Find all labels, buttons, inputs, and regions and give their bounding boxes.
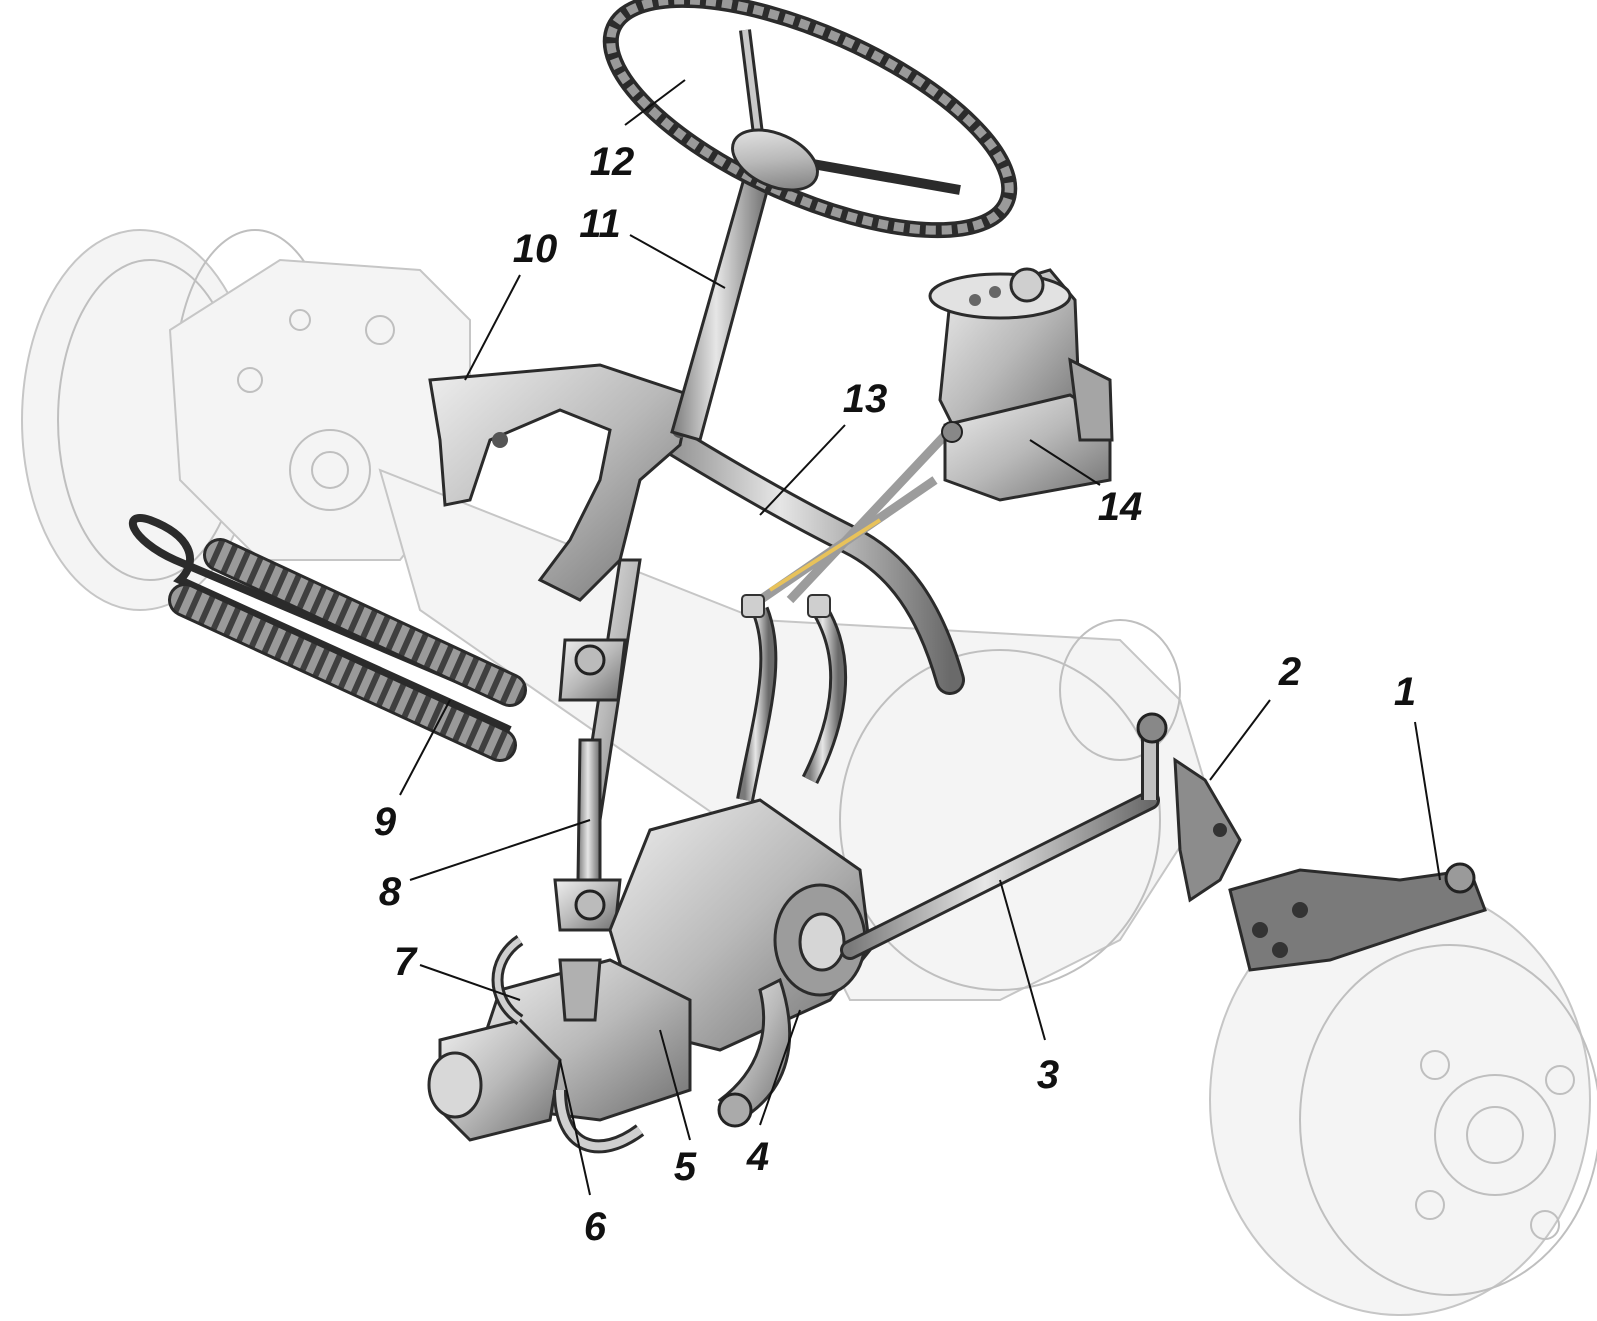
callout-14: 14 (1098, 485, 1143, 529)
cooling-coil (128, 514, 527, 762)
callout-3: 3 (1037, 1053, 1059, 1097)
callout-labels: 1 2 3 4 5 6 7 8 9 10 11 12 13 14 (374, 140, 1416, 1249)
leader-lines (399, 79, 1441, 1196)
callout-4: 4 (746, 1135, 769, 1179)
callout-13: 13 (843, 377, 888, 421)
knuckle-arm (1173, 757, 1242, 903)
callout-10: 10 (513, 227, 558, 271)
leader-line-2 (1209, 699, 1271, 781)
leader-line-9 (399, 699, 451, 796)
callout-6: 6 (584, 1205, 607, 1249)
leader-line-14 (1029, 439, 1101, 486)
callout-2: 2 (1278, 650, 1301, 694)
leader-line-1 (1414, 721, 1441, 881)
control-valve (427, 1018, 562, 1142)
leader-line-12 (624, 79, 686, 126)
leader-line-11 (629, 234, 726, 289)
callout-12: 12 (590, 140, 635, 184)
gear-return-pipes (491, 935, 645, 1154)
steering-wheel (602, 0, 1018, 239)
callout-11: 11 (579, 202, 621, 246)
drag-link (840, 712, 1168, 960)
leader-line-13 (759, 424, 846, 516)
steering-column (670, 173, 772, 442)
pump-reservoir (928, 267, 1114, 502)
ghost-right-wheel (1209, 884, 1597, 1316)
callout-5: 5 (674, 1145, 697, 1189)
callout-8: 8 (379, 870, 402, 914)
leader-line-4 (759, 1009, 801, 1126)
callout-7: 7 (394, 940, 418, 984)
pitman-arm (717, 977, 792, 1128)
tie-rod-arm (1228, 862, 1487, 972)
oil-hoses (736, 426, 954, 802)
leader-line-8 (409, 819, 591, 881)
leader-line-6 (559, 1059, 591, 1196)
cardan-shaft (553, 558, 642, 932)
leader-line-10 (464, 274, 521, 381)
callout-9: 9 (374, 800, 397, 844)
leader-line-5 (659, 1029, 691, 1141)
leader-line-3 (999, 879, 1046, 1041)
callout-1: 1 (1394, 670, 1416, 714)
leader-line-7 (419, 964, 521, 1001)
